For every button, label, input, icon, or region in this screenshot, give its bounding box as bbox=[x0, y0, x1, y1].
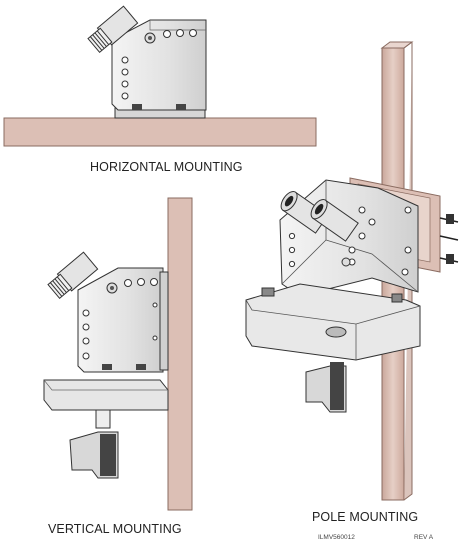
vertical-mounting-assembly bbox=[43, 197, 193, 511]
pole-housing bbox=[245, 283, 421, 361]
caption-pole-mounting: POLE MOUNTING bbox=[312, 510, 419, 524]
vertical-bracket bbox=[77, 267, 164, 373]
caption-vertical-mounting: VERTICAL MOUNTING bbox=[48, 522, 182, 536]
document-id: ILMV560012 bbox=[318, 534, 355, 541]
vertical-wall-board bbox=[167, 197, 193, 511]
pole-mounting-assembly bbox=[245, 41, 459, 501]
horizontal-mounting-assembly bbox=[3, 5, 317, 147]
revision-label: REV A bbox=[414, 534, 434, 541]
horizontal-shelf bbox=[3, 117, 317, 147]
caption-horizontal-mounting: HORIZONTAL MOUNTING bbox=[90, 160, 243, 174]
